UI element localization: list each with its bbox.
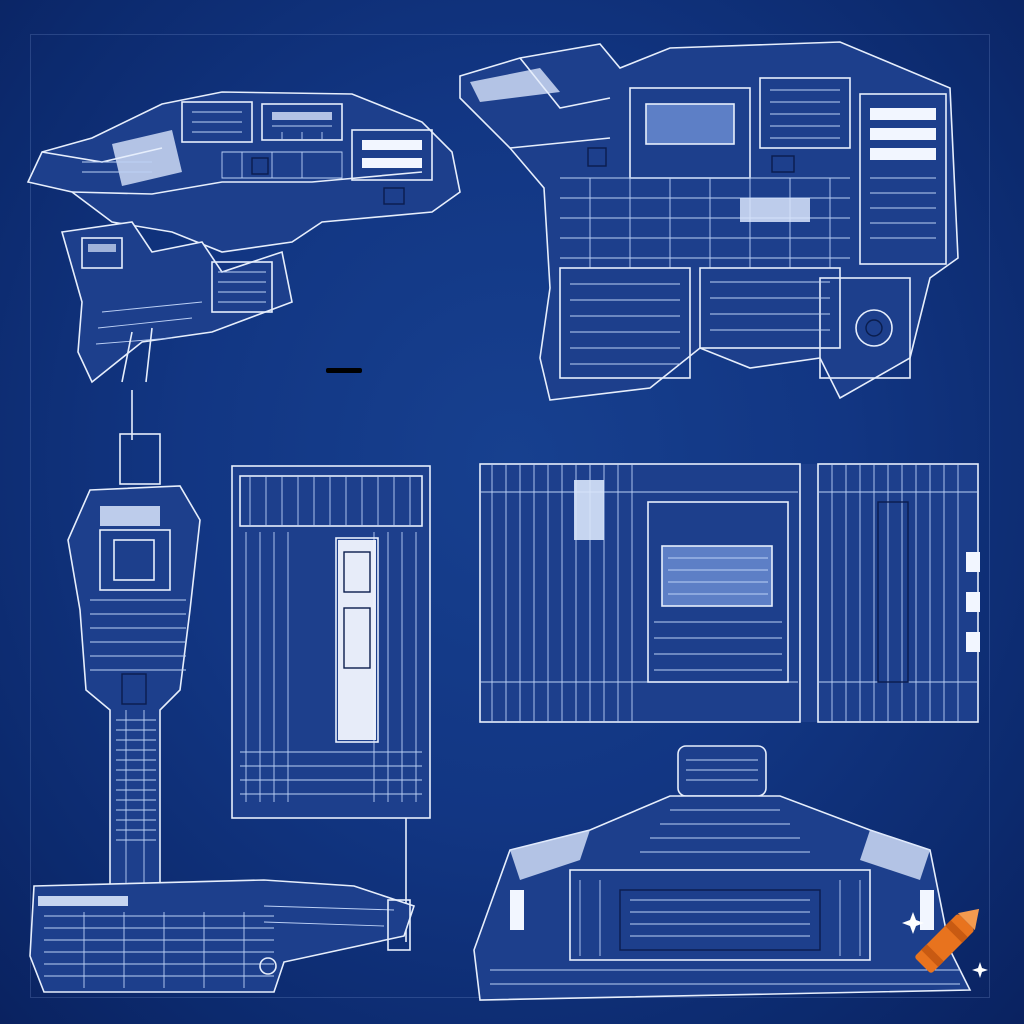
crayon-watermark-icon [902,908,988,978]
tower-column-elevation [67,390,201,891]
scale-bar-mark [326,368,362,373]
mech-side-view-right [459,41,959,401]
base-platform-section [29,879,416,993]
panel-elevation-wide [479,463,980,723]
panel-elevation-center [231,465,431,942]
hull-module-front-view [473,745,972,1001]
mech-side-view-left [26,91,461,384]
